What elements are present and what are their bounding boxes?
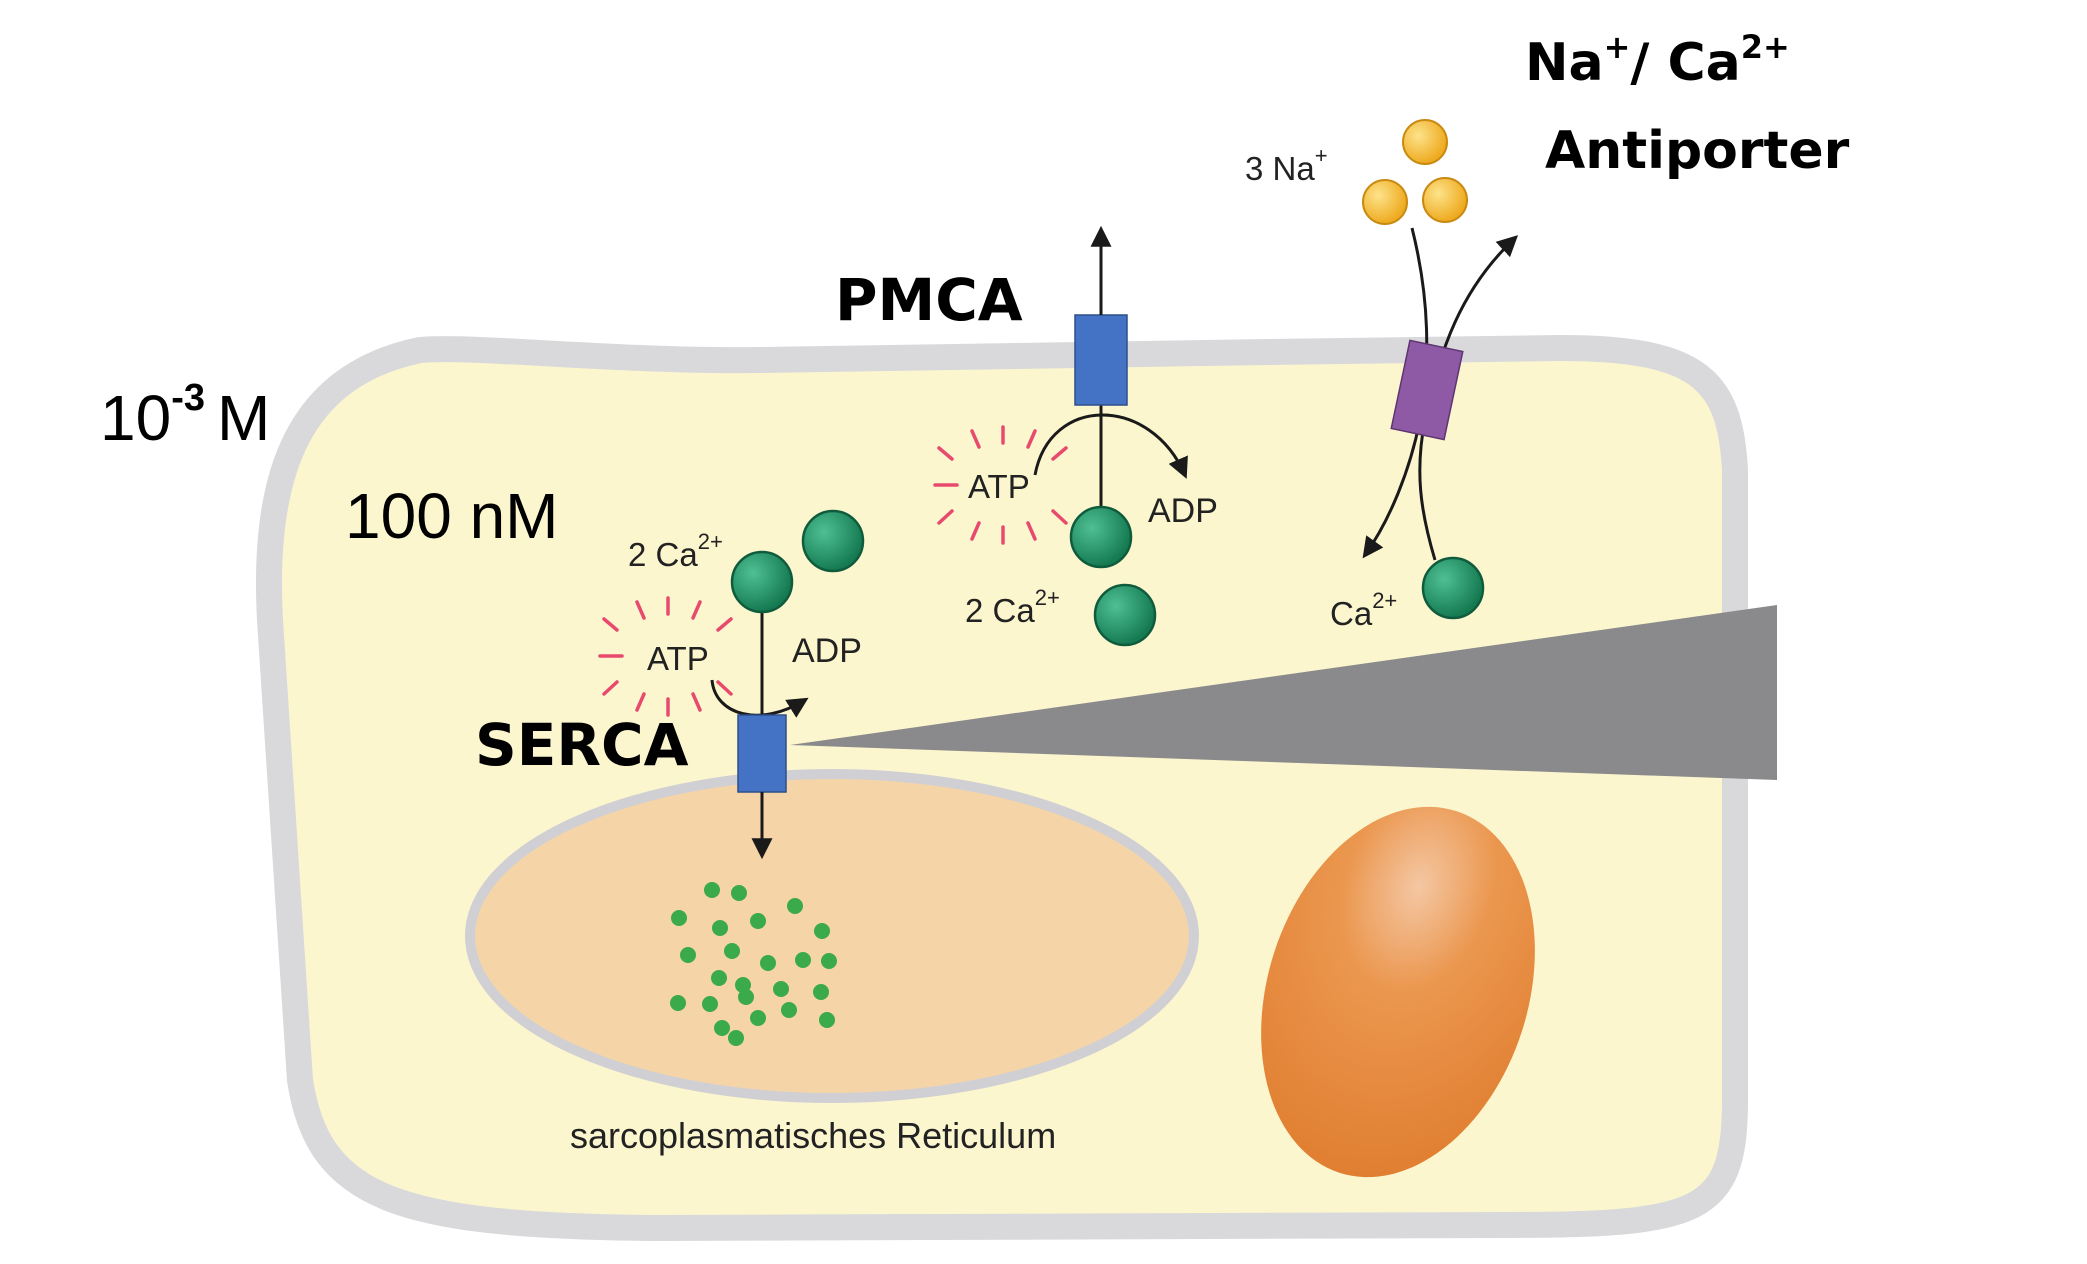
serca-adp-label: ADP [792, 632, 862, 670]
calcium-ion [801, 509, 865, 573]
pmca-label: PMCA [835, 266, 1023, 334]
calcium-ion [730, 550, 794, 614]
serca-label: SERCA [475, 711, 689, 779]
calcium-ion [1421, 556, 1485, 620]
sarcoplasmic-reticulum [465, 769, 1199, 1103]
calcium-ion [1069, 505, 1133, 569]
serca-calcium-label: 2 Ca2+ [628, 529, 723, 573]
nucleus [1261, 806, 1535, 1178]
antiporter-title-line2: Antiporter [1545, 121, 1850, 181]
sr-label: sarcoplasmatisches Reticulum [570, 1115, 1056, 1156]
pmca-adp-label: ADP [1148, 492, 1218, 530]
stored-calcium-dots [670, 882, 837, 1046]
intracellular-concentration: 100 nM [345, 480, 558, 552]
atp-burst-serca [598, 596, 733, 717]
antiporter-protein [1390, 339, 1464, 441]
atp-burst-pmca [933, 425, 1068, 545]
serca-pump [737, 714, 787, 793]
calcium-ion [1093, 583, 1157, 647]
serca-to-adp-arrow [710, 679, 809, 718]
gradient-wedge [790, 605, 1777, 780]
sodium-ion [1422, 177, 1468, 223]
sodium-ion [1362, 179, 1408, 225]
pmca-pump [1074, 314, 1128, 406]
antiporter-sodium-label: 3 Na+ [1245, 143, 1328, 187]
pmca-atp-label: ATP [968, 468, 1030, 505]
sodium-ion [1402, 119, 1448, 165]
pmca-calcium-label: 2 Ca2+ [965, 585, 1060, 629]
antiporter-title-line1: Na+/ Ca2+ [1525, 28, 1790, 93]
antiporter-calcium-label: Ca2+ [1330, 588, 1397, 632]
pmca-to-adp-arrow [1033, 413, 1188, 479]
serca-atp-label: ATP [647, 640, 709, 677]
